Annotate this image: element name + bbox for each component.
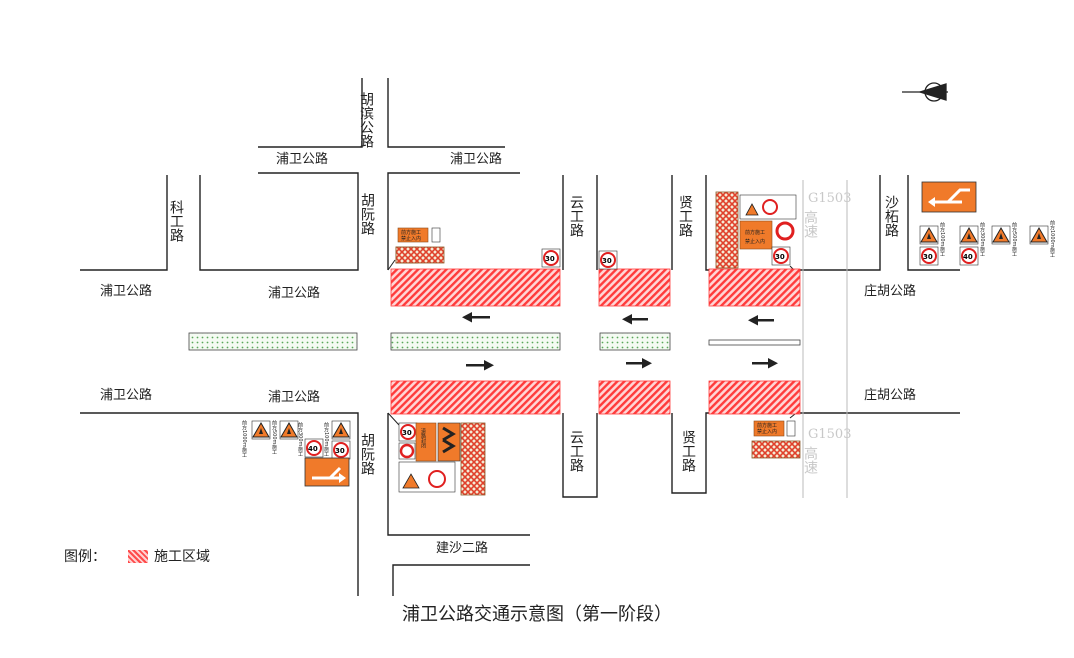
construction-zone bbox=[390, 380, 561, 415]
sign-text: 道路封闭 bbox=[420, 427, 426, 449]
sign-cluster-east: 30 前方100m施工 40 前方300m施工 前方500m施工 前方1000m… bbox=[919, 181, 1055, 266]
median bbox=[708, 339, 801, 346]
arrow-right-icon bbox=[626, 358, 652, 369]
highway-label: G1503 bbox=[808, 427, 851, 442]
highway-label-vertical: 高速 bbox=[802, 209, 818, 239]
sign-cluster-nw: 前方施工 禁止入内 bbox=[395, 227, 445, 264]
svg-text:40: 40 bbox=[963, 253, 973, 261]
north-arrow-icon bbox=[902, 82, 948, 102]
arrow-right-icon bbox=[752, 358, 778, 369]
legend-swatch bbox=[128, 550, 148, 563]
svg-text:40: 40 bbox=[308, 445, 318, 453]
road-label-vertical: 胡阮路 bbox=[359, 433, 375, 475]
speed-limit-icon bbox=[762, 199, 778, 215]
warning-triangle-icon bbox=[402, 473, 420, 489]
road-label-vertical: 胡滨公路 bbox=[358, 92, 374, 148]
lane-shift-icon bbox=[921, 181, 977, 213]
construction-zone bbox=[598, 268, 671, 307]
sign-cluster-se: 前方施工 禁止入内 bbox=[751, 420, 801, 459]
speed-limit-icon: 30 bbox=[598, 250, 618, 270]
arrow-left-icon bbox=[748, 315, 774, 326]
legend: 图例： 施工区域 bbox=[64, 546, 210, 566]
sign-text: 前方300m施工 bbox=[297, 421, 303, 456]
sign-cluster-west: 40 30 前方1000m施工 前方500m施工 前方300m施工 前方100m… bbox=[241, 419, 351, 487]
arrow-left-icon bbox=[622, 314, 648, 325]
sign-text: 前方100m施工 bbox=[939, 221, 945, 256]
road-label-vertical: 科工路 bbox=[168, 200, 184, 242]
svg-text:30: 30 bbox=[602, 257, 612, 265]
road-label: 浦卫公路 bbox=[450, 151, 502, 167]
sign-text: 禁止入内 bbox=[401, 235, 421, 242]
svg-text:30: 30 bbox=[923, 253, 933, 261]
road-label: 建沙二路 bbox=[436, 540, 488, 556]
arrow-right-icon bbox=[466, 360, 494, 371]
road-label: 浦卫公路 bbox=[268, 389, 320, 405]
svg-text:30: 30 bbox=[545, 255, 555, 263]
median-strips bbox=[188, 332, 801, 351]
road-label: 庄胡公路 bbox=[864, 283, 916, 299]
road-label: 浦卫公路 bbox=[100, 283, 152, 299]
sign-text: 前方施工 bbox=[401, 229, 421, 236]
sign-text: 前方施工 bbox=[757, 422, 777, 429]
median bbox=[599, 332, 671, 351]
warning-triangle-icon bbox=[745, 203, 759, 216]
direction-arrows bbox=[462, 312, 778, 371]
highway-label-vertical: 高速 bbox=[802, 445, 818, 475]
construction-zone bbox=[598, 380, 671, 415]
sign-text: 前方500m施工 bbox=[271, 419, 277, 454]
diagram-title: 浦卫公路交通示意图（第一阶段） bbox=[402, 604, 672, 625]
construction-zone bbox=[708, 380, 801, 415]
sign-text: 前方300m施工 bbox=[979, 221, 985, 256]
road-label-vertical: 贤工路 bbox=[680, 430, 696, 472]
arrow-left-icon bbox=[462, 312, 490, 323]
sign-text: 前方施工 bbox=[745, 229, 765, 236]
road-outlines bbox=[80, 78, 960, 596]
sign-text: 禁止入内 bbox=[757, 428, 777, 435]
no-entry-icon bbox=[399, 443, 415, 459]
highway-lines bbox=[802, 180, 848, 498]
median bbox=[390, 332, 561, 351]
svg-text:30: 30 bbox=[335, 447, 345, 455]
road-label-vertical: 云工路 bbox=[568, 430, 584, 472]
construction-zone bbox=[708, 268, 801, 307]
svg-text:30: 30 bbox=[402, 429, 412, 437]
sign-text: 前方100m施工 bbox=[323, 421, 329, 456]
sign-text: 前方500m施工 bbox=[1011, 221, 1017, 256]
road-label-vertical: 胡阮路 bbox=[359, 193, 375, 235]
legend-item: 施工区域 bbox=[154, 549, 210, 565]
road-label: 浦卫公路 bbox=[100, 387, 152, 403]
construction-zones bbox=[390, 268, 801, 415]
legend-label: 图例： bbox=[64, 549, 106, 565]
road-label-vertical: 贤工路 bbox=[677, 195, 693, 237]
sign-text: 禁止入内 bbox=[745, 238, 765, 245]
no-entry-icon bbox=[775, 221, 795, 241]
svg-text:30: 30 bbox=[775, 253, 785, 261]
road-label: 浦卫公路 bbox=[276, 151, 328, 167]
construction-zone bbox=[390, 268, 561, 307]
lane-shift-icon bbox=[304, 457, 350, 487]
median bbox=[188, 332, 358, 351]
sign-text: 前方1000m施工 bbox=[241, 419, 247, 458]
sign-cluster-ne: 前方施工 禁止入内 30 bbox=[715, 191, 797, 269]
sign-cluster-sw-junction: 30 道路封闭 bbox=[398, 422, 486, 496]
highway-label: G1503 bbox=[808, 191, 851, 206]
road-label: 庄胡公路 bbox=[864, 387, 916, 403]
sign-text: 前方1000m施工 bbox=[1049, 219, 1055, 258]
road-label-vertical: 云工路 bbox=[568, 195, 584, 237]
speed-limit-icon: 30 bbox=[541, 248, 561, 268]
speed-limit-icon: 30 bbox=[771, 246, 791, 266]
speed-limit-icon bbox=[428, 470, 446, 488]
road-label: 浦卫公路 bbox=[268, 285, 320, 301]
road-label-vertical: 沙柘路 bbox=[883, 195, 899, 237]
